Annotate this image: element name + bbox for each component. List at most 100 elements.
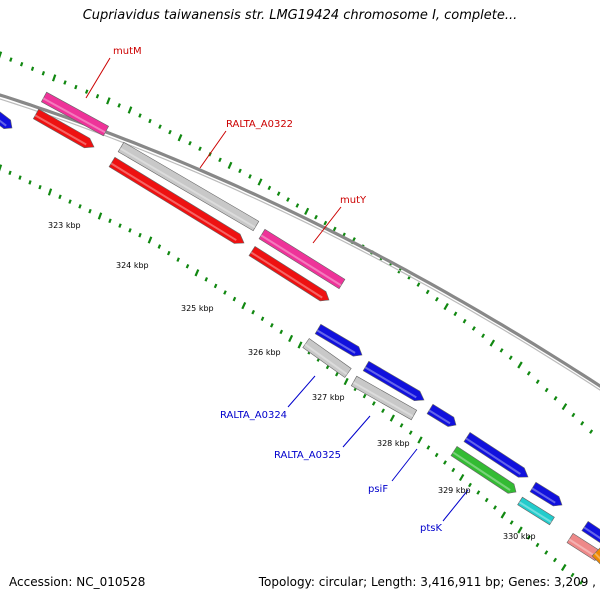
outer-tick-mark xyxy=(443,302,449,311)
gene-arrow-RALTA_A0325-highlight xyxy=(352,381,414,418)
outer-tick-mark xyxy=(117,103,121,108)
inner-tick-mark xyxy=(468,482,472,488)
gene-arrow-RALTA_A0322-highlight xyxy=(119,147,256,229)
outer-tick-mark xyxy=(535,379,540,384)
gene-arrow-RALTA_A0325 xyxy=(350,375,418,421)
inner-tick-mark xyxy=(343,377,349,386)
inner-tick-mark xyxy=(579,580,584,585)
inner-tick-mark xyxy=(176,257,180,262)
outer-tick-mark xyxy=(238,168,242,174)
leader-line xyxy=(342,415,371,448)
inner-tick-mark xyxy=(552,557,558,563)
inner-tick-mark xyxy=(451,467,456,473)
outer-tick-mark xyxy=(416,282,421,287)
inner-tick-mark xyxy=(223,290,227,295)
gene-arrow-cyan-highlight xyxy=(518,501,552,523)
outer-tick-mark xyxy=(148,118,152,124)
outer-tick-mark xyxy=(41,71,46,76)
gene-arrow-ptsK xyxy=(450,445,517,494)
gene-label: RALTA_A0322 xyxy=(226,119,293,130)
scale-label: 327 kbp xyxy=(312,393,345,402)
gene-arrow-blue xyxy=(463,431,529,478)
outer-tick-mark xyxy=(471,326,476,331)
gene-arrow-psiF-highlight xyxy=(428,409,451,425)
outer-tick-mark xyxy=(158,124,162,129)
inner-tick-mark xyxy=(279,329,284,335)
accession-text: Accession: NC_010528 xyxy=(9,575,146,589)
inner-tick-mark xyxy=(108,218,112,224)
outer-tick-mark xyxy=(276,191,281,196)
outer-tick-mark xyxy=(526,371,531,376)
inner-tick-mark xyxy=(389,414,395,422)
scale-label: 328 kbp xyxy=(377,439,410,448)
outer-tick-mark xyxy=(74,84,78,90)
gene-arrow-red xyxy=(32,108,95,149)
gene-label: RALTA_A0325 xyxy=(274,450,341,461)
inner-tick-track xyxy=(0,164,584,585)
outer-tick-mark xyxy=(425,289,430,295)
outer-tick-mark xyxy=(580,421,585,426)
outer-tick-mark xyxy=(198,146,202,152)
outer-tick-mark xyxy=(304,207,310,215)
inner-tick-mark xyxy=(88,208,92,214)
inner-tick-mark xyxy=(458,473,465,482)
inner-tick-mark xyxy=(484,497,489,503)
gene-arrow-blue xyxy=(314,323,363,357)
inner-tick-mark xyxy=(443,460,447,465)
outer-tick-mark xyxy=(561,403,568,411)
gene-arrow-RALTA_A0324-highlight xyxy=(304,343,348,376)
gene-arrow-orange-highlight xyxy=(594,552,600,560)
outer-tick-mark xyxy=(30,66,35,71)
gene-arrow-blue xyxy=(362,360,425,402)
outer-tick-mark xyxy=(508,355,513,360)
gene-arrow-blue-highlight xyxy=(465,437,521,475)
outer-tick-mark xyxy=(9,57,13,62)
gene-arrow-blue xyxy=(581,520,600,544)
outer-tick-mark xyxy=(295,203,300,208)
inner-tick-mark xyxy=(194,269,200,277)
outer-tick-mark xyxy=(95,94,100,99)
outer-tick-mark xyxy=(544,387,549,393)
gene-arrow-blue-highlight xyxy=(0,119,7,127)
gene-arrow-cyan xyxy=(517,496,555,526)
outer-tick-mark xyxy=(517,361,523,369)
gene-arrow-mutY xyxy=(258,228,346,290)
label-leader-lines xyxy=(85,57,469,522)
inner-tick-mark xyxy=(362,393,367,399)
scale-label: 329 kbp xyxy=(438,486,471,495)
inner-tick-mark xyxy=(47,188,53,196)
inner-tick-mark xyxy=(509,520,514,525)
gene-arrow-red-highlight xyxy=(34,114,87,146)
outer-tick-mark xyxy=(434,296,439,302)
inner-tick-mark xyxy=(570,572,575,578)
inner-tick-mark xyxy=(251,309,255,315)
inner-tick-mark xyxy=(408,430,413,435)
gene-arrow-mutM xyxy=(40,91,110,137)
inner-tick-mark xyxy=(157,244,162,249)
gene-arrow-red xyxy=(248,245,330,302)
outer-tick-mark xyxy=(499,348,504,353)
outer-tick-mark xyxy=(332,226,337,232)
inner-tick-mark xyxy=(68,199,72,204)
backbone-line xyxy=(0,98,600,391)
inner-tick-mark xyxy=(493,505,497,510)
gene-arrow-blue xyxy=(529,481,563,507)
outer-tick-mark xyxy=(489,339,496,347)
gene-label: ptsK xyxy=(420,523,442,534)
outer-tick-mark xyxy=(84,89,89,94)
scale-label: 330 kbp xyxy=(503,532,536,541)
inner-tick-mark xyxy=(500,511,507,519)
inner-tick-mark xyxy=(535,542,540,548)
outer-tick-mark xyxy=(462,318,467,324)
gene-label: mutY xyxy=(340,195,367,206)
inner-tick-mark xyxy=(381,408,385,414)
inner-tick-mark xyxy=(213,283,218,289)
inner-tick-mark xyxy=(78,204,82,209)
outer-tick-mark xyxy=(127,106,133,114)
inner-tick-mark xyxy=(185,263,190,269)
leader-line xyxy=(199,130,227,169)
outer-tick-mark xyxy=(227,161,233,170)
inner-tick-mark xyxy=(517,526,523,534)
inner-tick-mark xyxy=(476,490,481,495)
